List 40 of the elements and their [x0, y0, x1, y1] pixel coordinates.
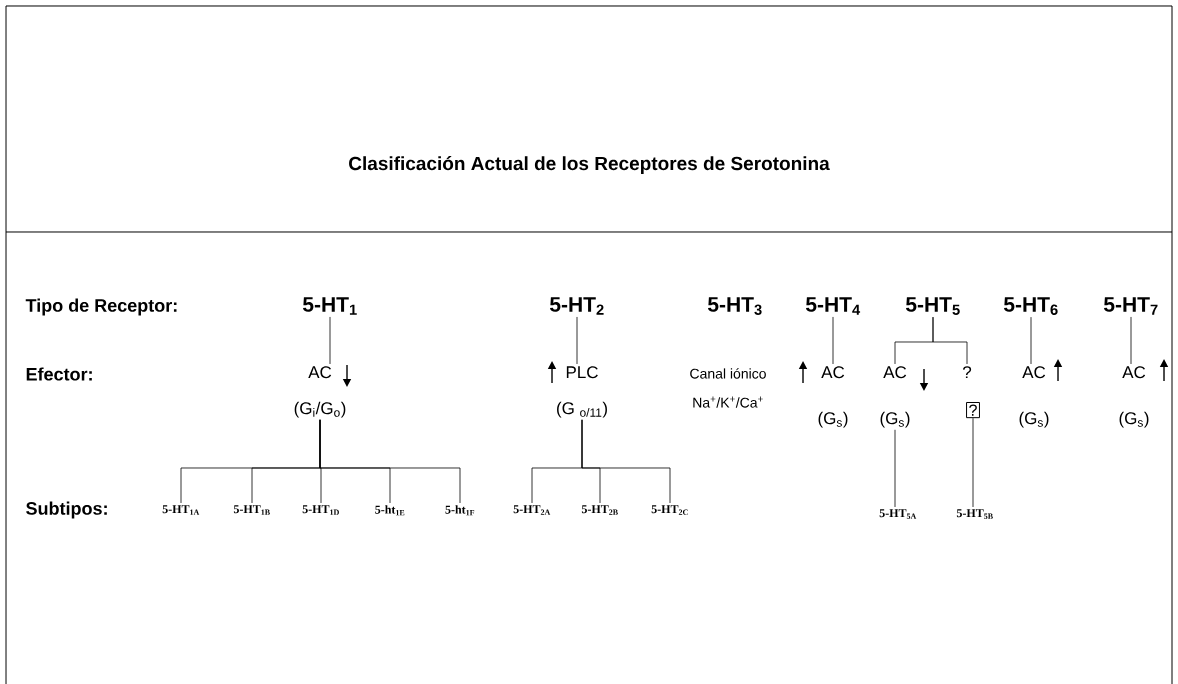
- effector-label: AC (G$_{s}$): [880, 366, 910, 428]
- subtype-label: 5-HT$_{1D}$: [302, 505, 339, 515]
- type-label: 5-HT$_{2}$: [550, 297, 604, 315]
- question-box: ?: [966, 402, 980, 419]
- connector-line: [972, 417, 974, 508]
- subtype-label: 5-HT$_{2B}$: [581, 505, 618, 515]
- type-label: 5-HT$_{3}$: [708, 297, 762, 315]
- effector-label: PLC (G $_{o/11}$): [557, 366, 607, 418]
- effector-label: AC (G$_{s}$): [818, 366, 848, 428]
- connector-line: [832, 316, 834, 365]
- subtype-label: 5-HT$_{5A}$: [879, 509, 917, 519]
- connector-line: [894, 429, 896, 508]
- subtype-label: 5-HT$_{5B}$: [956, 509, 993, 519]
- connector-line: [932, 316, 968, 365]
- effector-label: AC (G$_{s}$): [1019, 366, 1049, 428]
- connector-line: [581, 419, 671, 504]
- subtype-label: 5-HT$_{2A}$: [513, 505, 551, 515]
- effector-label: ?: [962, 366, 972, 379]
- title: Clasificación Actual de los Receptores de Serotonina: [349, 156, 830, 174]
- type-label: 5-HT$_{4}$: [806, 297, 861, 315]
- effector-label: AC (G$_{i}$/G$_{o}$): [294, 366, 346, 418]
- effector-label: Canal iónico Na$^{+}$/K$^{+}$/Ca$^{+}$: [690, 368, 766, 408]
- type-label: 5-HT$_{5}$: [906, 297, 960, 315]
- subtype-label: 5-HT$_{2C}$: [651, 505, 688, 515]
- subtype-label: 5-HT$_{1A}$: [162, 505, 200, 515]
- connector-line: [1130, 316, 1132, 365]
- type-label: 5-HT$_{7}$: [1104, 297, 1158, 315]
- effector-label: AC (G$_{s}$): [1119, 366, 1149, 428]
- connector-line: [329, 316, 331, 365]
- subtype-label: 5-ht$_{1E}$: [375, 505, 405, 516]
- connector-line: [1030, 316, 1032, 365]
- subtype-label: 5-ht$_{1F}$: [445, 505, 475, 516]
- row-label: Subtipos:: [26, 501, 107, 519]
- type-label: 5-HT$_{1}$: [303, 297, 357, 315]
- type-label: 5-HT$_{6}$: [1004, 297, 1058, 315]
- row-label: Efector:: [26, 367, 92, 381]
- row-label: Tipo de Receptor:: [25, 298, 177, 316]
- subtype-label: 5-HT$_{1B}$: [233, 505, 270, 515]
- connector-line: [576, 316, 578, 365]
- connector-line: [319, 419, 461, 504]
